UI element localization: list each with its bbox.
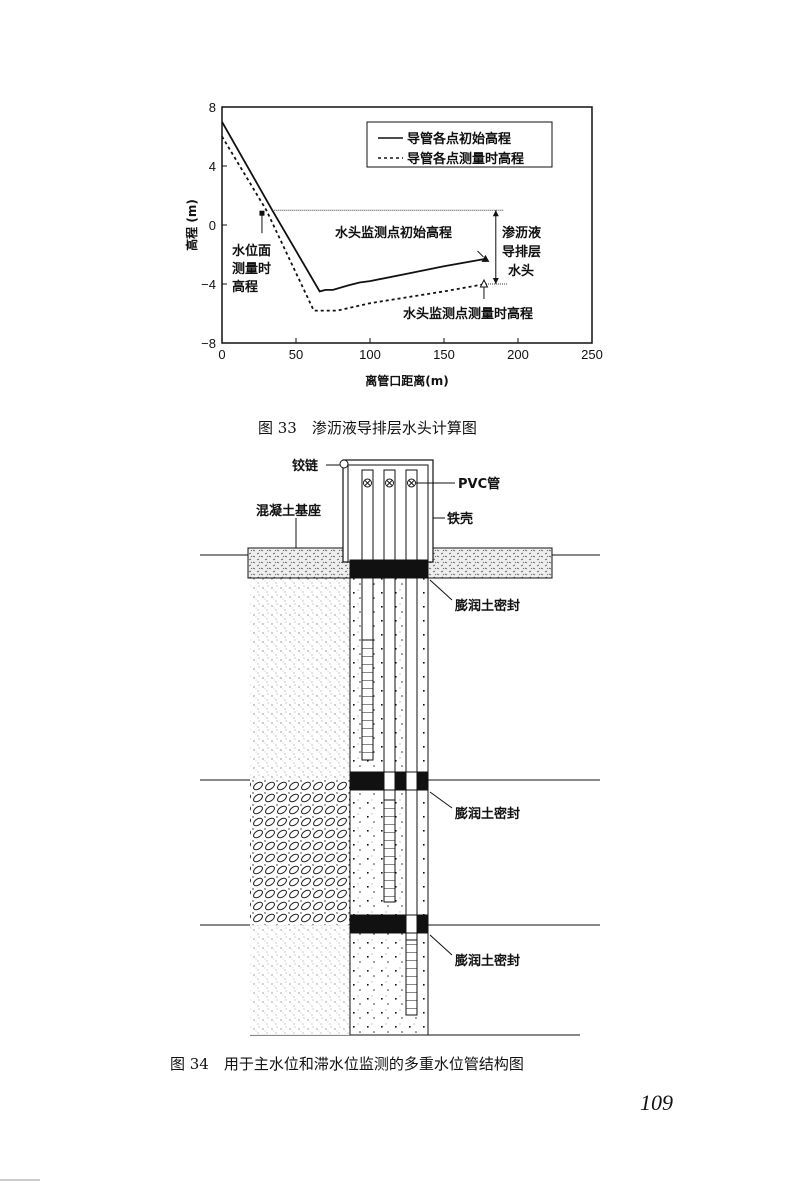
label-pvc: PVC管	[458, 476, 500, 492]
legend: 导管各点初始高程 导管各点测量时高程	[366, 121, 553, 168]
figure-34-caption: 图 34 用于主水位和滞水位监测的多重水位管结构图	[170, 1055, 524, 1073]
bentonite-seal	[349, 559, 429, 579]
arrowhead-up	[492, 210, 499, 217]
pvc-pipes	[361, 469, 418, 1016]
annotation-head: 渗沥液导排层水头	[502, 225, 541, 279]
y-tick-label: 0	[209, 218, 216, 233]
filled-triangle-marker	[481, 254, 490, 262]
y-tick-label: 8	[209, 100, 216, 115]
y-tick-label: 4	[209, 159, 216, 174]
label-seal-3: 膨润土密封	[454, 953, 520, 969]
x-tick-label: 250	[581, 347, 603, 362]
well-screen	[361, 639, 374, 761]
x-tick-label: 200	[507, 347, 529, 362]
label-base: 混凝土基座	[256, 503, 321, 519]
x-tick-label: 100	[359, 347, 381, 362]
label-hinge: 铰链	[292, 458, 319, 474]
page-number: 109	[640, 1090, 673, 1115]
y-tick-label: −8	[201, 336, 216, 351]
y-axis-label: 高程 (m)	[184, 199, 199, 251]
y-tick-label: −4	[201, 277, 216, 292]
legend-label: 导管各点测量时高程	[407, 151, 524, 167]
x-tick-label: 50	[289, 347, 303, 362]
well-screen	[405, 939, 418, 1016]
series-line-2	[221, 136, 486, 312]
annotation-measured: 水头监测点测量时高程	[403, 306, 533, 322]
x-tick-label: 150	[433, 347, 455, 362]
legend-label: 导管各点初始高程	[407, 131, 511, 147]
soil-layer-3	[250, 925, 350, 1035]
annotation-water-level: 水位面测量时高程	[232, 243, 271, 295]
soil-layer-1	[250, 578, 350, 780]
arrowhead-down	[492, 278, 499, 284]
x-tick-label: 0	[218, 347, 225, 362]
annotation-initial: 水头监测点初始高程	[335, 225, 452, 241]
series-line-1	[221, 121, 486, 293]
leader-line	[477, 250, 484, 258]
chart-33: 0 50 100 150 200 250 8 4 0 −4 −8 高程 (m) 离管口距离(m) 导…	[184, 100, 603, 388]
soil-layer-2	[250, 780, 350, 925]
hinge-icon	[339, 459, 349, 469]
label-seal-1: 膨润土密封	[454, 598, 520, 614]
label-shell: 铁壳	[446, 511, 473, 527]
diagram-34: 铰链 PVC管 混凝土基座 铁壳 膨润土密封 膨润土密封 膨润土密封	[200, 458, 600, 1036]
label-seal-2: 膨润土密封	[454, 806, 520, 822]
well-screen	[383, 799, 396, 903]
x-axis-label: 离管口距离(m)	[365, 373, 448, 388]
figure-33-caption: 图 33 渗沥液导排层水头计算图	[258, 419, 477, 437]
